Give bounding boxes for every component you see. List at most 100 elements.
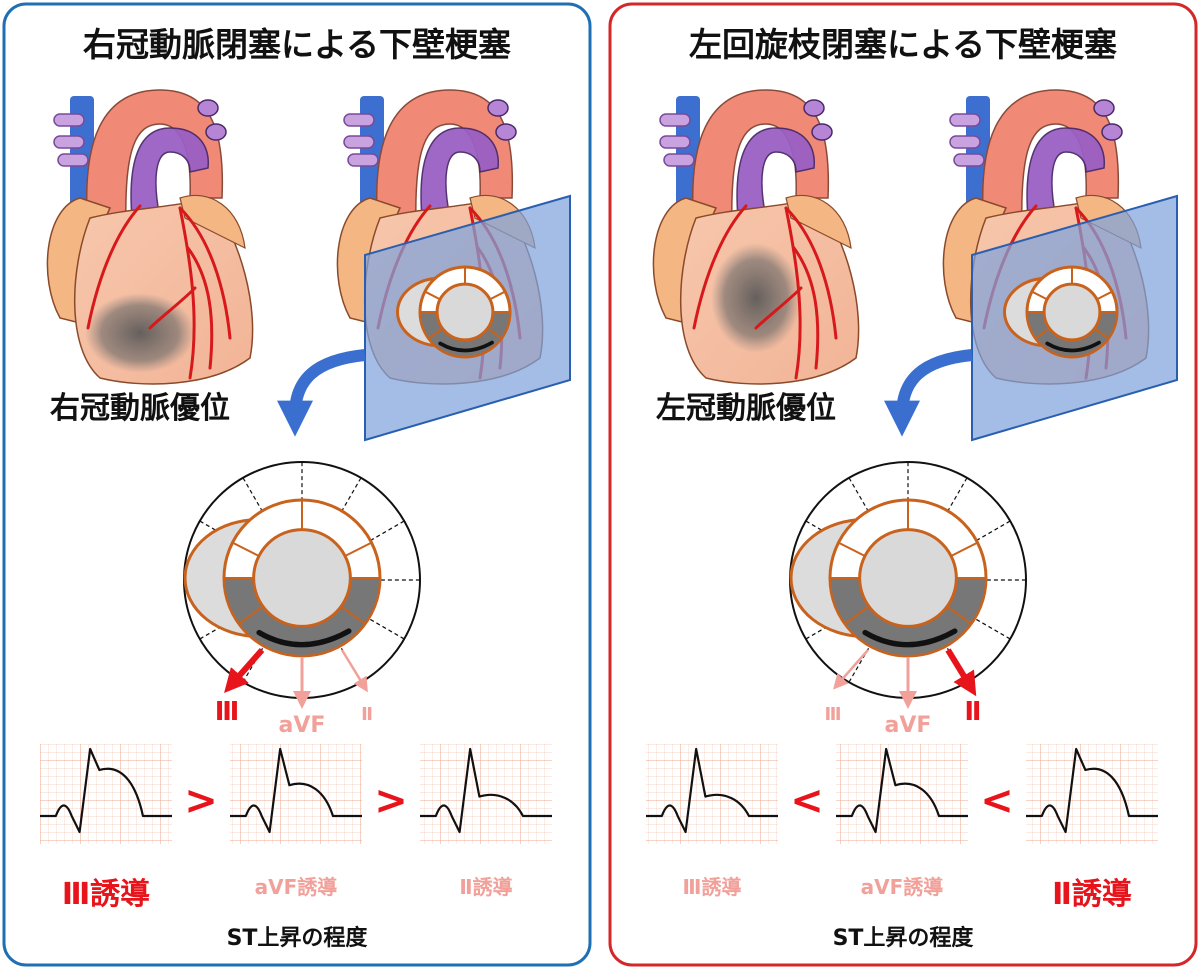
infarct-area bbox=[711, 243, 801, 353]
aorta bbox=[86, 89, 224, 229]
lead-label-ii: Ⅱ bbox=[964, 697, 981, 727]
segment-line-3 bbox=[424, 290, 441, 301]
ecg-label-1: aVF誘導 bbox=[255, 875, 338, 899]
pulmonary-branch-0 bbox=[197, 99, 219, 117]
pulmonary-vein-1 bbox=[659, 135, 691, 149]
pulmonary-vein-2 bbox=[347, 153, 379, 167]
st-caption: ST上昇の程度 bbox=[833, 925, 975, 951]
pulmonary-trunk bbox=[1026, 127, 1105, 219]
ecg-label-0: Ⅲ誘導 bbox=[683, 875, 742, 899]
large-cross-section bbox=[789, 498, 988, 658]
ecg-grid bbox=[420, 744, 552, 844]
dominance-label: 左冠動脈優位 bbox=[656, 391, 836, 426]
curved-arrow bbox=[884, 349, 973, 437]
ecg-trace bbox=[40, 747, 172, 834]
comparator-0: > bbox=[184, 778, 218, 824]
pulmonary-vein-0 bbox=[659, 113, 691, 127]
pulmonary-branch-1 bbox=[495, 123, 517, 141]
segment-line-1 bbox=[344, 541, 372, 557]
segment-line-3 bbox=[1031, 290, 1048, 301]
lead-arrow-ii bbox=[945, 648, 977, 697]
left-ventricle-cavity bbox=[1042, 282, 1102, 342]
panel-title: 右冠動脈閉塞による下壁梗塞 bbox=[83, 25, 511, 64]
ecg-grid bbox=[230, 744, 362, 844]
pulmonary-vein-2 bbox=[953, 153, 985, 167]
segment-line-1 bbox=[489, 290, 506, 301]
lead-label-avf: aVF bbox=[279, 713, 326, 738]
segment-line-4 bbox=[844, 605, 870, 625]
pulmonary-trunk bbox=[736, 127, 815, 219]
segment-line-4 bbox=[1035, 327, 1051, 340]
pulmonary-branch-1 bbox=[811, 123, 833, 141]
coronary-artery-4 bbox=[148, 286, 197, 330]
coronary-artery-4 bbox=[754, 286, 803, 330]
lead-label-iii: Ⅲ bbox=[824, 704, 841, 725]
ecg-label-0: Ⅲ誘導 bbox=[62, 877, 150, 912]
segment-line-2 bbox=[486, 327, 502, 340]
pulmonary-branch-1 bbox=[205, 123, 227, 141]
pulmonary-vein-1 bbox=[53, 135, 85, 149]
ecg-0 bbox=[40, 744, 172, 844]
pulmonary-vein-2 bbox=[663, 153, 695, 167]
small-cross-section bbox=[1003, 265, 1119, 359]
pulmonary-vein-0 bbox=[343, 113, 375, 127]
ecg-grid bbox=[836, 744, 968, 844]
small-cross-section bbox=[396, 265, 512, 359]
ecg-label-2: Ⅱ誘導 bbox=[1052, 877, 1132, 912]
segment-line-3 bbox=[232, 541, 260, 557]
ecg-0 bbox=[646, 744, 778, 844]
segment-line-4 bbox=[428, 327, 444, 340]
coronary-artery-3 bbox=[792, 246, 820, 370]
coronary-artery-2 bbox=[178, 206, 232, 340]
aorta bbox=[982, 89, 1120, 229]
left-atrial-appendage bbox=[179, 194, 246, 250]
left-atrial-appendage bbox=[785, 194, 852, 250]
coronary-artery-0 bbox=[86, 204, 142, 330]
ecg-label-2: Ⅱ誘導 bbox=[459, 875, 512, 899]
pulmonary-vein-1 bbox=[949, 135, 981, 149]
segment-line-3 bbox=[838, 541, 866, 557]
occluded-artery bbox=[1045, 340, 1101, 353]
pulmonary-vein-0 bbox=[53, 113, 85, 127]
lead-arrow-iii bbox=[224, 648, 265, 693]
lead-arrow-ii bbox=[340, 649, 368, 693]
st-caption: ST上昇の程度 bbox=[227, 925, 369, 951]
segment-line-4 bbox=[238, 605, 264, 625]
coronary-artery-0 bbox=[692, 204, 748, 330]
panel-title: 左回旋枝閉塞による下壁梗塞 bbox=[689, 25, 1117, 64]
segment-line-2 bbox=[340, 605, 366, 625]
segment-line-2 bbox=[1093, 327, 1109, 340]
left-ventricle-cavity bbox=[435, 282, 495, 342]
lead-label-ii: Ⅱ bbox=[361, 704, 373, 725]
ecg-grid bbox=[40, 744, 172, 844]
segment-line-1 bbox=[1096, 290, 1113, 301]
ecg-1 bbox=[836, 744, 968, 844]
occluded-artery bbox=[438, 340, 494, 353]
heart-front bbox=[652, 89, 860, 385]
ecg-1 bbox=[230, 744, 362, 844]
lead-label-avf: aVF bbox=[885, 713, 932, 738]
lead-arrow-iii bbox=[833, 649, 869, 690]
ecg-trace bbox=[420, 747, 552, 834]
aorta bbox=[692, 89, 830, 229]
large-cross-section bbox=[183, 498, 382, 658]
ecg-trace bbox=[230, 747, 362, 834]
pulmonary-vein-0 bbox=[949, 113, 981, 127]
pulmonary-branch-0 bbox=[803, 99, 825, 117]
coronary-artery-3 bbox=[186, 246, 214, 370]
pulmonary-branch-1 bbox=[1101, 123, 1123, 141]
dominance-label: 右冠動脈優位 bbox=[50, 391, 230, 426]
ecg-trace bbox=[646, 747, 778, 834]
comparator-0: < bbox=[790, 778, 824, 824]
left-ventricle-cavity bbox=[858, 528, 958, 628]
pulmonary-vein-2 bbox=[57, 153, 89, 167]
heart-front bbox=[46, 89, 254, 385]
segment-line-1 bbox=[950, 541, 978, 557]
comparator-1: > bbox=[374, 778, 408, 824]
ecg-grid bbox=[646, 744, 778, 844]
pulmonary-trunk bbox=[420, 127, 499, 219]
ecg-trace bbox=[1026, 747, 1158, 834]
